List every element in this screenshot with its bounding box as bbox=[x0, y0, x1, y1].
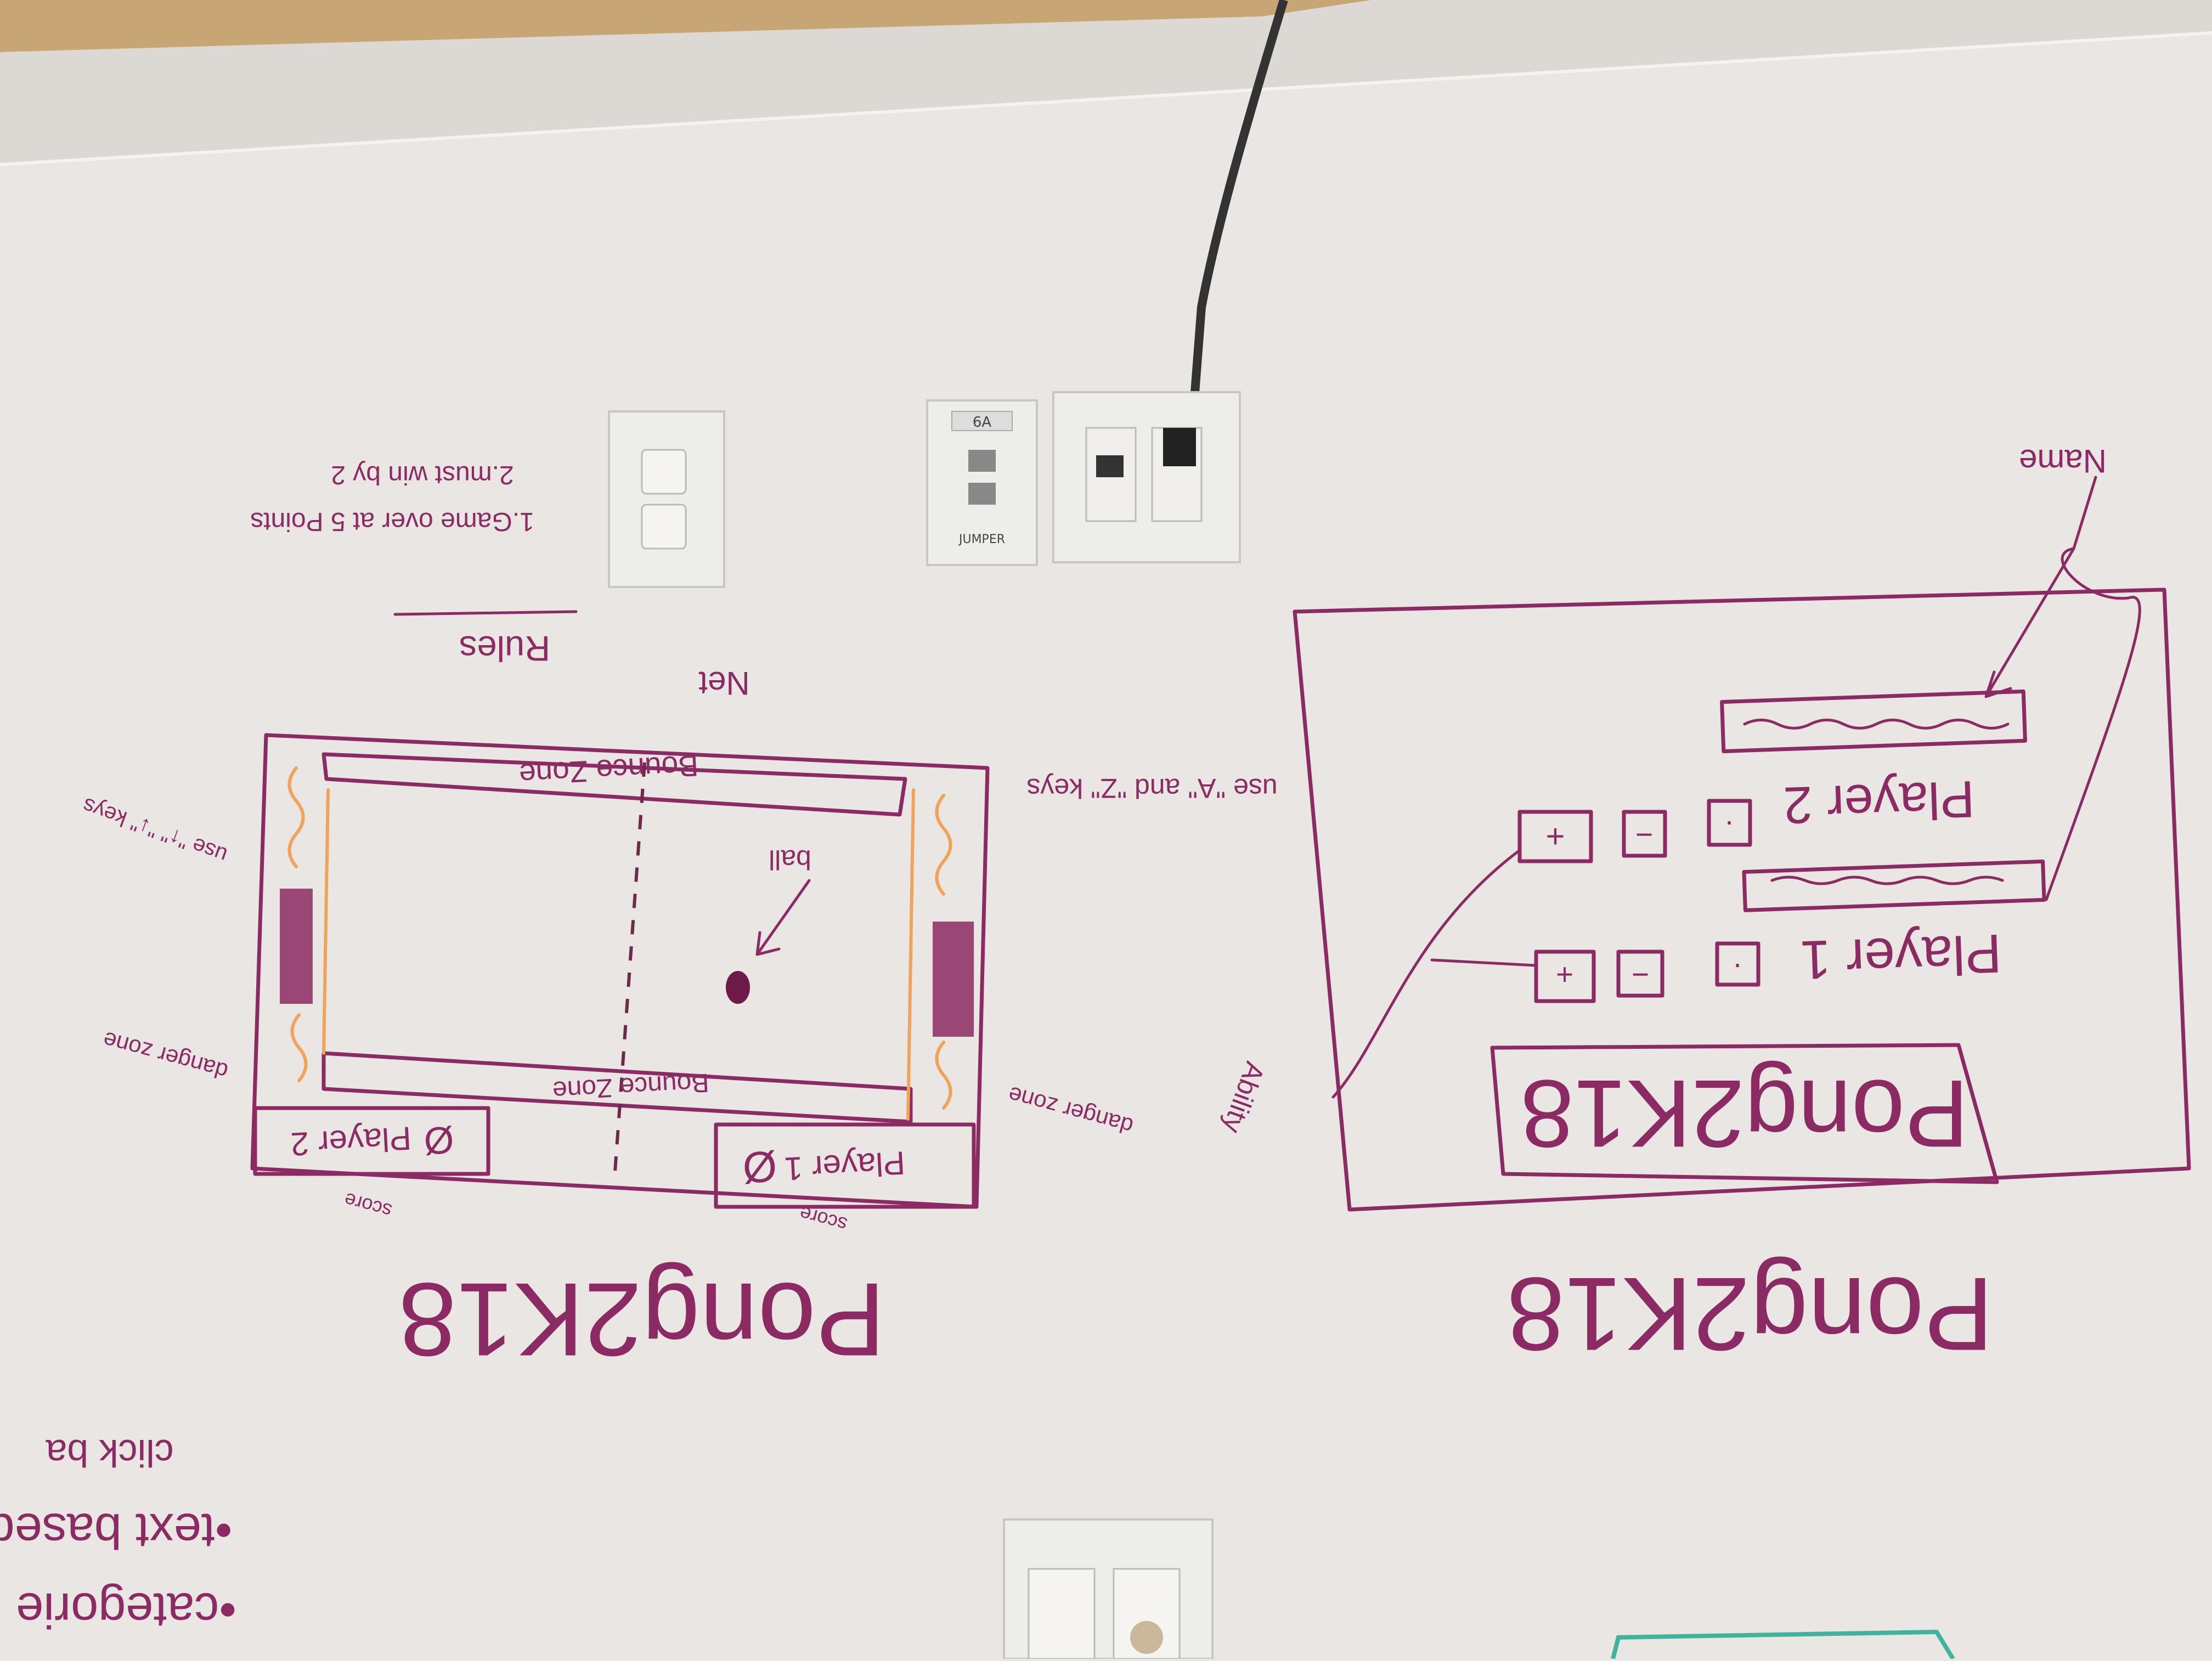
player1-dot-button[interactable] bbox=[1715, 941, 1760, 987]
net-label: Net bbox=[698, 665, 750, 702]
bounce-zone-top-label: Bounce Zone bbox=[518, 748, 699, 792]
player1-minus-text: − bbox=[1632, 957, 1649, 991]
upper-rail bbox=[0, 0, 2212, 165]
right-sketch: + − · + − · Pong2K18 Pong2K18 Player 2 bbox=[1217, 443, 2191, 1372]
ball-label: ball bbox=[769, 844, 811, 875]
danger-zone-right-label: danger zone bbox=[1006, 1082, 1136, 1140]
name-label: Name bbox=[2019, 443, 2107, 479]
player2-ability-buttons: + − · bbox=[1517, 799, 1752, 863]
paddle-left bbox=[280, 889, 313, 1004]
wood-trim bbox=[0, 0, 1372, 52]
danger-line-right bbox=[906, 788, 915, 1121]
setup-player1-label: Player 1 bbox=[1799, 923, 2003, 991]
setup-banner-text: Pong2K18 bbox=[1520, 1060, 1968, 1167]
player2-label: Player 2 bbox=[290, 1120, 412, 1162]
danger-line-left bbox=[322, 788, 330, 1055]
setup-banner-box bbox=[1490, 1043, 1999, 1184]
hdmi-plate bbox=[1052, 391, 1241, 563]
rules-heading: Rules bbox=[459, 629, 550, 669]
left-title: Pong2K18 bbox=[398, 1261, 885, 1377]
player2-score-box bbox=[253, 1106, 490, 1176]
player2-plus-text: + bbox=[1545, 818, 1565, 855]
setup-screen-frame bbox=[1293, 587, 2191, 1212]
jack-brand: JUMPER bbox=[958, 533, 1005, 546]
player1-score-box bbox=[714, 1122, 976, 1209]
ability-label: Ability bbox=[1217, 1058, 1271, 1137]
danger-zone-left bbox=[287, 766, 308, 1082]
bounce-zone-bottom-label: Bounce Zone bbox=[552, 1068, 710, 1105]
jack-tag: 6A bbox=[973, 414, 992, 431]
rule-1: 1.Game over at 5 Points bbox=[250, 507, 534, 536]
name-pointer bbox=[1984, 476, 2141, 901]
rail-edge bbox=[0, 31, 2212, 166]
player1-plus-button[interactable] bbox=[1534, 950, 1596, 1003]
player1-plus-text: + bbox=[1556, 957, 1573, 991]
court-frame bbox=[250, 733, 990, 1209]
network-jack-plate: 6A JUMPER bbox=[926, 399, 1038, 566]
rules-underline bbox=[393, 610, 578, 616]
bounce-zone-top bbox=[321, 752, 907, 817]
player2-dot-button[interactable] bbox=[1707, 799, 1752, 847]
ability-pointer bbox=[1331, 849, 1538, 1099]
player1-label: Player 1 bbox=[783, 1144, 906, 1187]
keys-left-label: use "↑" "↓" keys bbox=[80, 793, 230, 867]
danger-zone-left-label: danger zone bbox=[100, 1027, 231, 1085]
player2-plus-button[interactable] bbox=[1517, 810, 1593, 863]
player2-minus-text: − bbox=[1635, 817, 1653, 851]
cable bbox=[1186, 0, 1288, 450]
teal-marker-box bbox=[1611, 1629, 1955, 1660]
net-line bbox=[613, 762, 646, 1180]
player1-score: Ø bbox=[741, 1142, 778, 1192]
bounce-zone-bottom bbox=[321, 1051, 913, 1124]
note-categories: •categorie bbox=[16, 1583, 236, 1637]
ball bbox=[726, 971, 750, 1004]
player1-name-scribble bbox=[1770, 875, 2004, 885]
danger-zone-right bbox=[935, 794, 952, 1110]
rule-2: 2.must win by 2 bbox=[331, 460, 514, 489]
player2-dot-text: · bbox=[1724, 804, 1734, 838]
player1-dot-text: · bbox=[1733, 946, 1742, 980]
player2-minus-button[interactable] bbox=[1622, 810, 1667, 858]
player1-minus-button[interactable] bbox=[1616, 950, 1664, 998]
setup-player2-label: Player 2 bbox=[1782, 770, 1976, 834]
keys-right-label: use "A" and "Z" keys bbox=[1026, 773, 1277, 804]
right-title: Pong2K18 bbox=[1506, 1256, 1993, 1372]
player1-ability-buttons: + − · bbox=[1534, 941, 1760, 1003]
ball-arrow bbox=[755, 879, 811, 956]
paddle-right bbox=[933, 922, 974, 1037]
score-label-2: score bbox=[342, 1188, 394, 1222]
player2-name-scribble bbox=[1743, 719, 2010, 730]
note-click-based: click ba bbox=[46, 1432, 173, 1474]
bottom-left-notes: •categorie •text based click ba bbox=[0, 1432, 236, 1637]
player2-score: Ø bbox=[423, 1118, 455, 1163]
player1-name-field[interactable] bbox=[1742, 859, 2046, 912]
wall-outlet bbox=[608, 410, 725, 588]
note-text-based: •text based bbox=[0, 1503, 232, 1558]
bottom-plate bbox=[1003, 1518, 1214, 1660]
left-sketch: Pong2K18 Player 1 Ø Player 2 Ø Bounce Zo… bbox=[80, 460, 1278, 1377]
player2-name-field[interactable] bbox=[1720, 689, 2027, 754]
